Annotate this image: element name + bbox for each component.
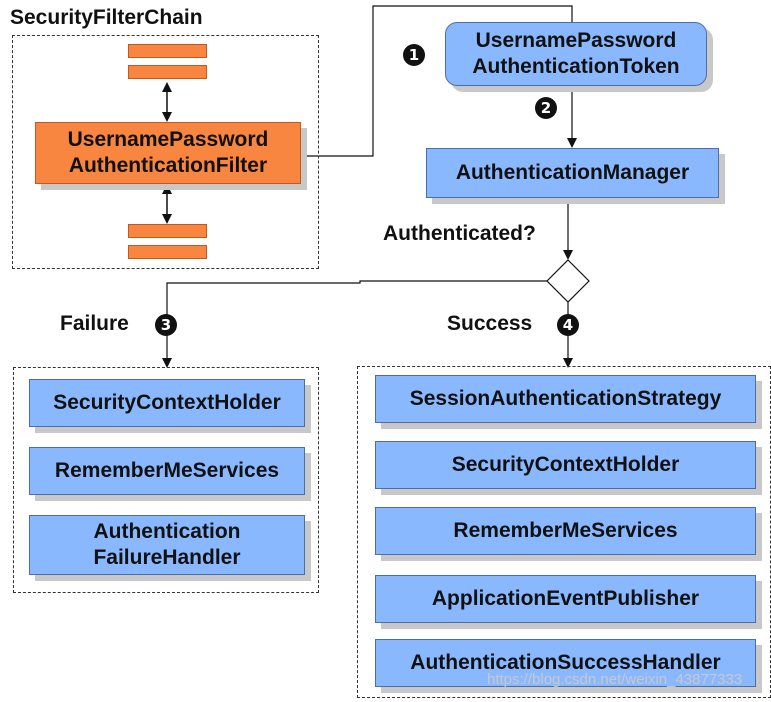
failure-container <box>13 367 319 593</box>
watermark-text: https://blog.csdn.net/weixin_43877333 <box>487 671 743 688</box>
username-password-authentication-filter[interactable]: UsernamePassword AuthenticationFilter <box>35 122 301 184</box>
step-2-badge: 2 <box>535 97 557 119</box>
failure-security-context-holder[interactable]: SecurityContextHolder <box>29 379 305 427</box>
authentication-manager[interactable]: AuthenticationManager <box>426 148 719 198</box>
filter-chain-title: SecurityFilterChain <box>10 6 203 29</box>
failure-remember-me-services[interactable]: RememberMeServices <box>29 447 305 495</box>
failure-label: Failure <box>60 312 129 335</box>
step-4-badge: 4 <box>557 314 579 336</box>
authentication-success-handler[interactable]: AuthenticationSuccessHandler <box>375 639 756 687</box>
filter-placeholder-top-1 <box>128 44 207 58</box>
success-remember-me-services[interactable]: RememberMeServices <box>375 507 756 555</box>
filter-placeholder-top-2 <box>128 65 207 79</box>
filter-placeholder-bottom-2 <box>128 245 207 259</box>
authentication-failure-handler[interactable]: Authentication FailureHandler <box>29 515 305 575</box>
filter-to-token-line <box>302 5 573 157</box>
filter-placeholder-bottom-1 <box>128 224 207 238</box>
application-event-publisher[interactable]: ApplicationEventPublisher <box>375 575 756 623</box>
success-security-context-holder[interactable]: SecurityContextHolder <box>375 441 756 489</box>
username-password-authentication-token[interactable]: UsernamePassword AuthenticationToken <box>445 22 707 86</box>
step-1-badge: 1 <box>403 44 425 66</box>
decision-diamond <box>546 259 590 303</box>
authenticated-question: Authenticated? <box>383 222 536 245</box>
filter-chain-container <box>12 35 319 269</box>
success-label: Success <box>447 312 533 335</box>
decision-to-failure-arrow <box>162 280 547 368</box>
session-authentication-strategy[interactable]: SessionAuthenticationStrategy <box>375 375 756 423</box>
step-3-badge: 3 <box>155 314 177 336</box>
